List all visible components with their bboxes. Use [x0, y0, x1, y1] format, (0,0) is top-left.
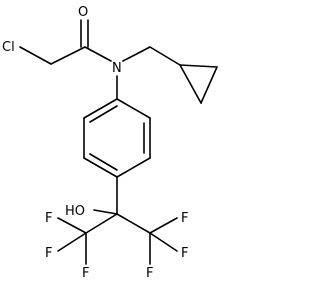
- bond-cl-ch2: [19, 46, 52, 65]
- bond-carbonyl-nitrogen: [84, 46, 112, 62]
- atom-label-fluorine-left-lower: F: [82, 266, 89, 281]
- ring-bond-3: [116, 157, 151, 178]
- ring-bond-4: [83, 157, 118, 178]
- atom-label-fluorine-right-top: F: [181, 211, 188, 226]
- atom-label-fluorine-right-lower: F: [146, 266, 153, 281]
- bond-cyclopropyl-1: [179, 64, 218, 68]
- bond-quaternary-carbon-left-cf3: [85, 213, 118, 234]
- bond-cyclopropyl-2: [200, 66, 218, 104]
- atom-labels: Cl O N HO F F F F F F: [2, 5, 188, 281]
- ring-bond-1: [116, 98, 151, 119]
- chemical-structure-diagram: Cl O N HO F F F F F F: [2, 5, 218, 281]
- atom-label-fluorine-left-top: F: [45, 211, 52, 226]
- bond-left-cf3-f1: [57, 217, 87, 234]
- bond-cyclopropyl-3: [179, 64, 202, 104]
- ring-inner-bond-2: [89, 153, 118, 171]
- bond-left-cf3-f2: [57, 232, 87, 252]
- atom-label-chlorine: Cl: [2, 40, 15, 55]
- bond-right-cf3-f1: [149, 217, 178, 234]
- atom-label-hydroxyl: HO: [65, 204, 85, 219]
- ring-inner-bond-3: [89, 105, 118, 123]
- bond-ch2-carbonyl: [50, 46, 86, 65]
- bond-nitrogen-ch2: [122, 46, 151, 62]
- bond-right-cf3-f2: [149, 232, 178, 252]
- atom-label-nitrogen: N: [112, 61, 122, 76]
- ring-bond-6: [83, 98, 118, 119]
- bond-quaternary-carbon-right-cf3: [116, 213, 151, 234]
- bond-quaternary-carbon-hydroxyl: [93, 209, 118, 215]
- bond-ch2-cyclopropyl: [149, 46, 181, 66]
- bonds: [19, 19, 218, 265]
- atom-label-carbonyl-oxygen: O: [78, 5, 88, 20]
- atom-label-fluorine-right-bottom: F: [181, 246, 188, 261]
- atom-label-fluorine-left-bottom: F: [45, 246, 52, 261]
